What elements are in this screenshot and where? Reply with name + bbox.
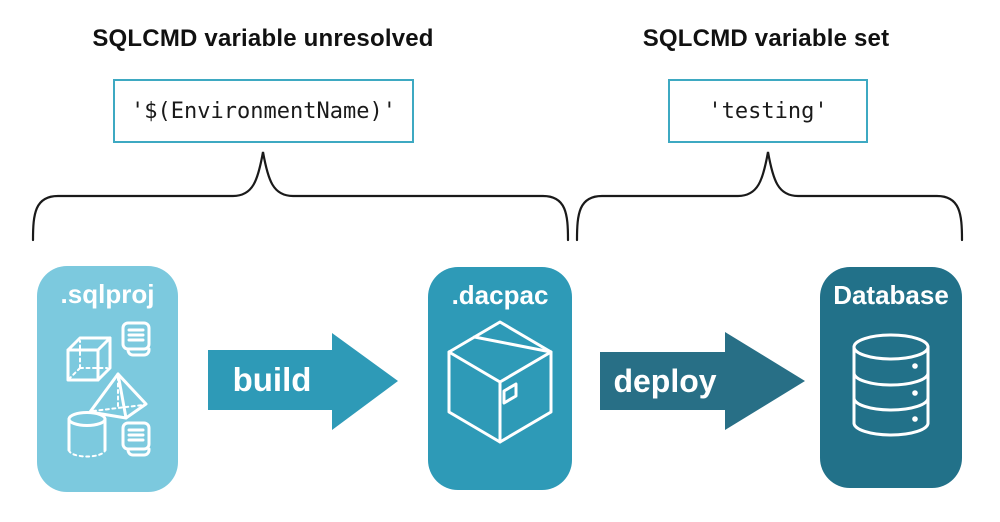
heading-sqlcmd-set: SQLCMD variable set — [642, 25, 890, 52]
code-box-testing-value: 'testing' — [668, 79, 868, 143]
build-arrow-label: build — [232, 361, 312, 398]
code-text-testing-value: 'testing' — [708, 98, 828, 124]
database-icon — [852, 333, 930, 437]
code-text-environment-variable: '$(EnvironmentName)' — [131, 98, 396, 124]
stage-card-database: Database — [820, 267, 962, 488]
deploy-arrow-label: deploy — [613, 362, 717, 399]
stage-card-sqlproj: .sqlproj — [37, 266, 178, 492]
package-icon — [447, 320, 553, 444]
curly-brace-right — [575, 151, 964, 242]
build-arrow — [208, 333, 398, 430]
stage-card-dacpac: .dacpac — [428, 267, 572, 490]
code-box-environment-variable: '$(EnvironmentName)' — [113, 79, 414, 143]
sql-objects-icon — [66, 321, 150, 458]
deploy-arrow — [600, 332, 805, 430]
stage-label-database: Database — [833, 280, 949, 310]
stage-label-sqlproj: .sqlproj — [60, 279, 155, 309]
curly-brace-left — [31, 151, 570, 242]
stage-label-dacpac: .dacpac — [451, 280, 549, 310]
heading-sqlcmd-unresolved: SQLCMD variable unresolved — [92, 25, 434, 52]
